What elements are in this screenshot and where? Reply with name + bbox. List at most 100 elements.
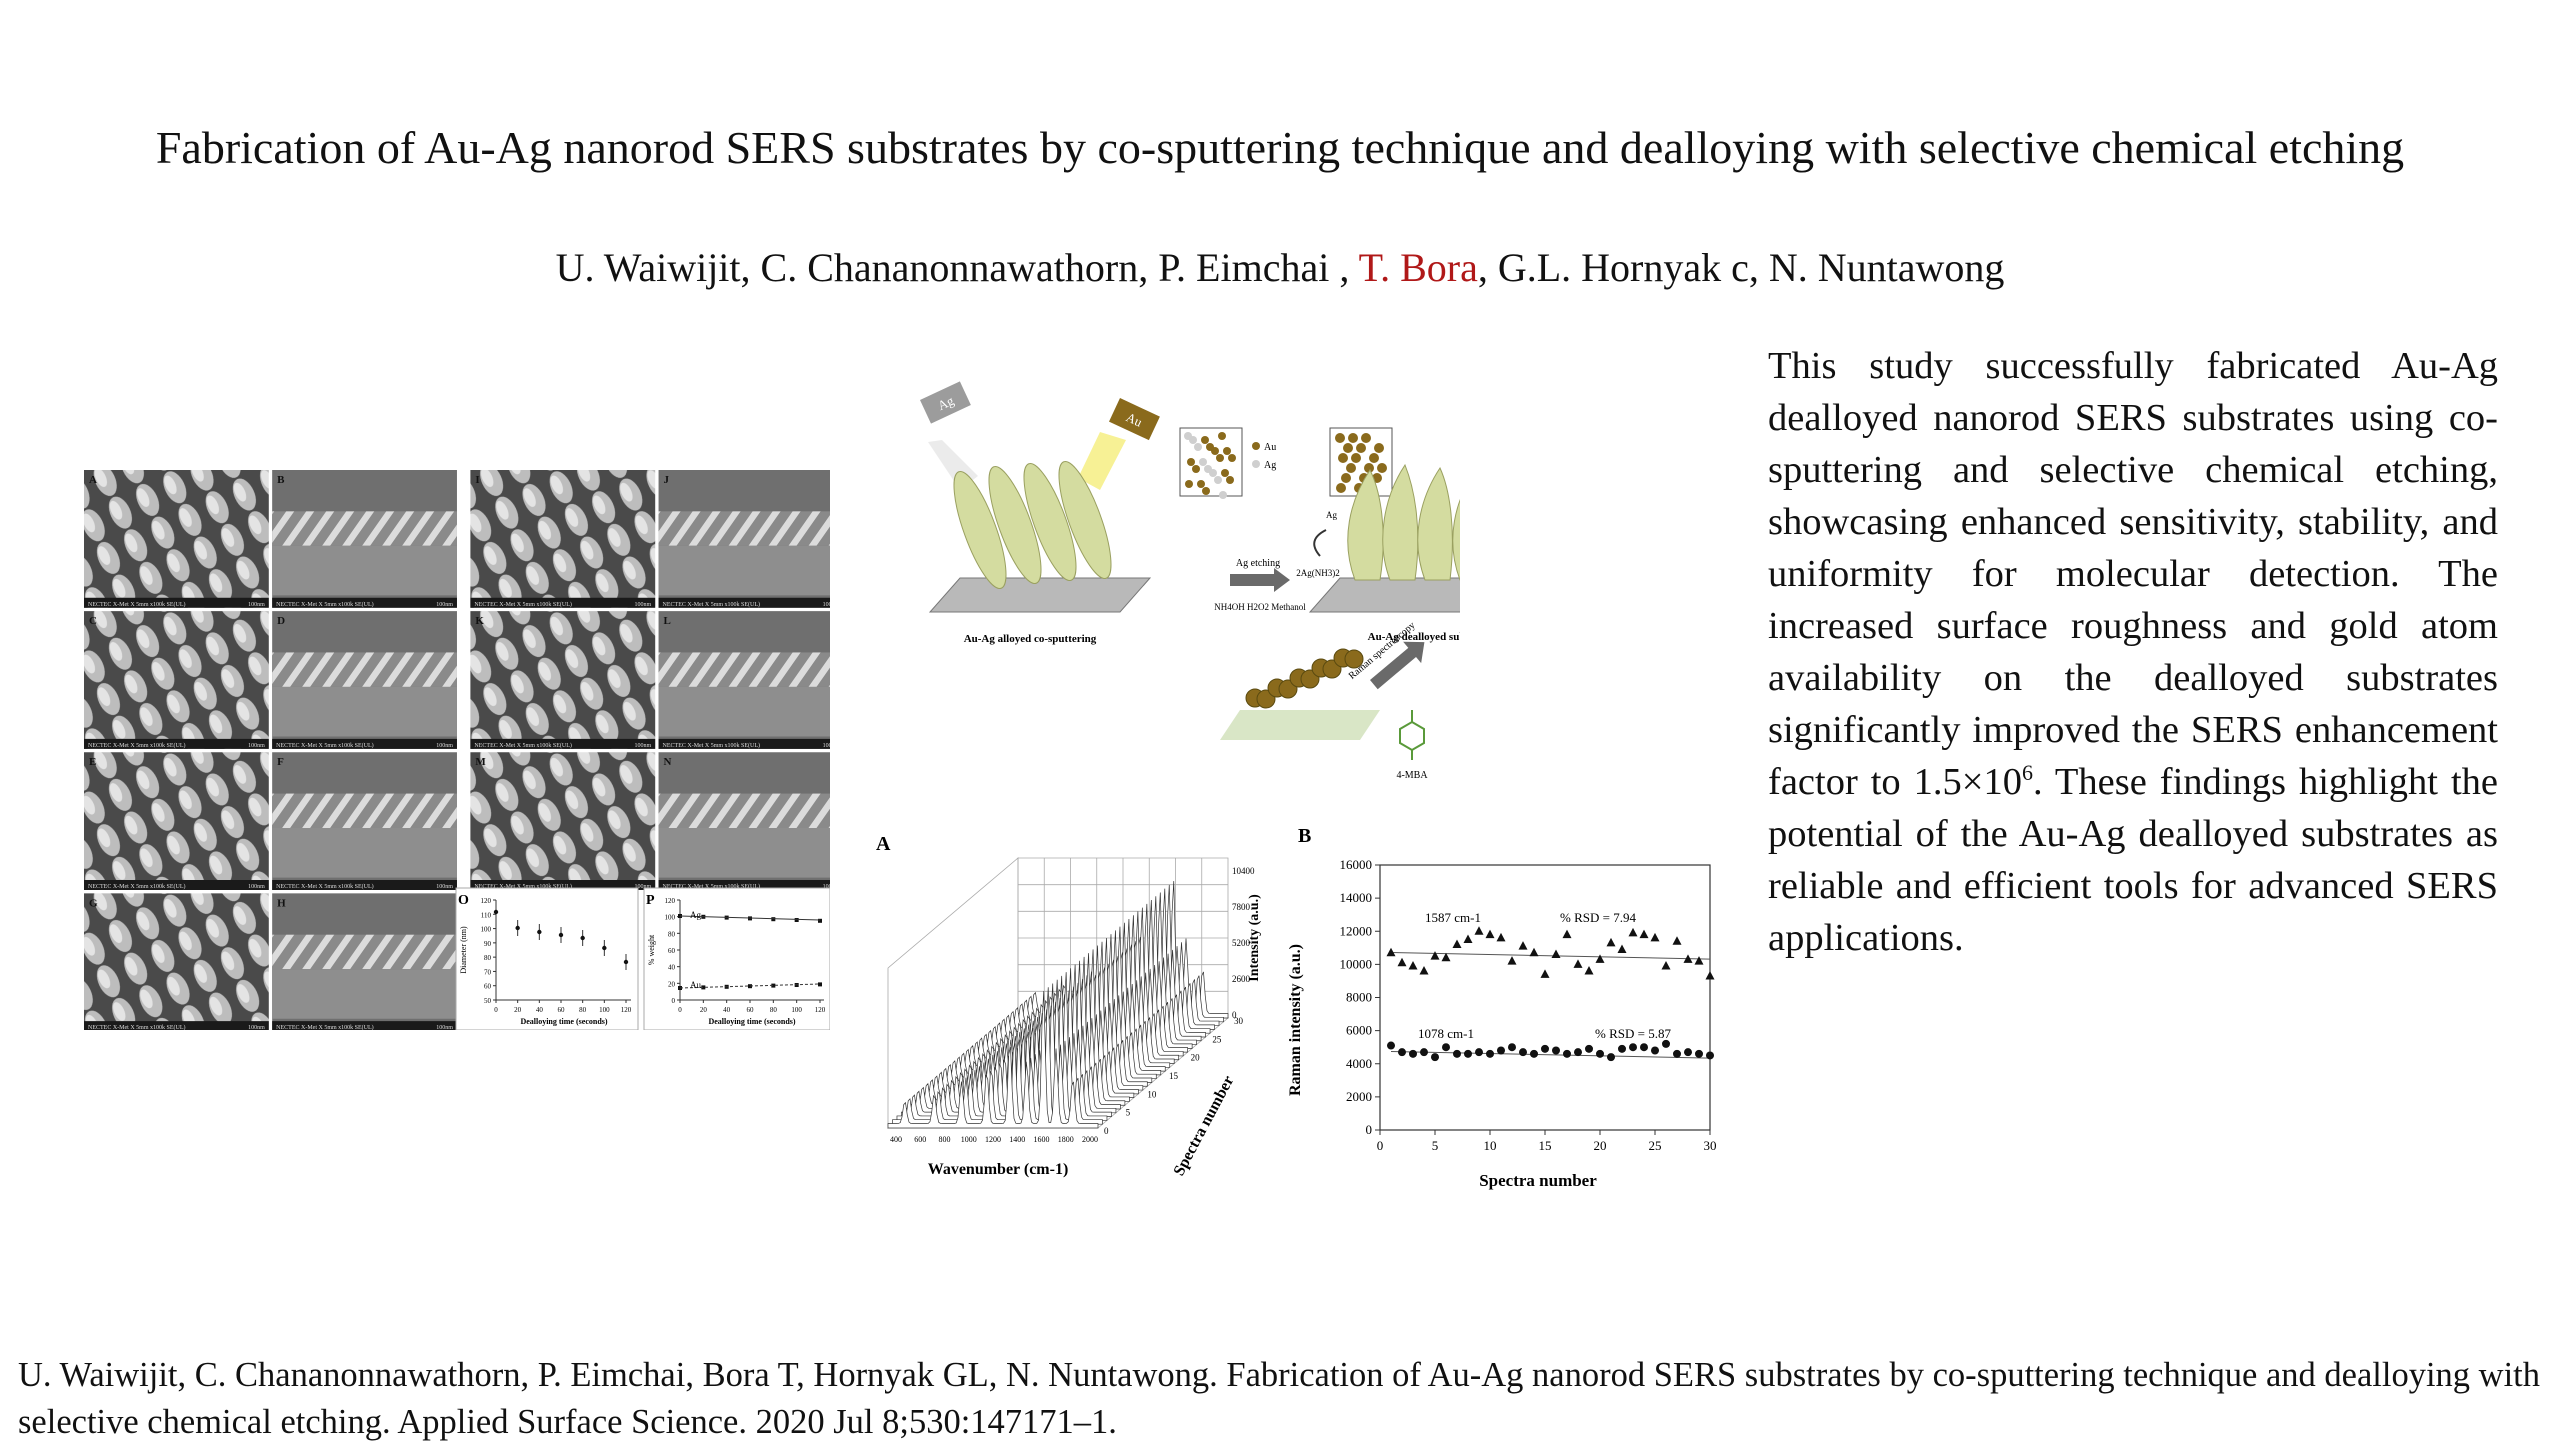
alloy-atom xyxy=(1211,447,1219,455)
sem-panel-caption: NECTEC X-Met X 5mm x100k SE(UL) xyxy=(474,883,572,890)
abstract-exponent: 6 xyxy=(2022,760,2033,786)
a-x-tick-label: 1800 xyxy=(1058,1135,1074,1144)
authors-after: , G.L. Hornyak c, N. Nuntawong xyxy=(1477,245,2005,290)
y-tick-label: 90 xyxy=(484,940,492,948)
p-ag-point xyxy=(771,917,776,922)
y-tick-label: 120 xyxy=(481,897,492,905)
a-x-tick-label: 1000 xyxy=(961,1135,977,1144)
y-tick-label: 80 xyxy=(668,930,676,938)
b-x-tick-label: 30 xyxy=(1704,1138,1717,1153)
a-z-tick-label: 0 xyxy=(1104,1126,1109,1136)
x-tick-label: 60 xyxy=(747,1006,755,1014)
etch-reagents: NH4OH H2O2 Methanol xyxy=(1214,602,1306,612)
alloy-atom xyxy=(1226,476,1234,484)
b-x-tick-label: 10 xyxy=(1484,1138,1497,1153)
a-y-tick-label: 0 xyxy=(1232,1010,1237,1020)
dealloyed-atom xyxy=(1364,463,1374,473)
b-y-tick-label: 12000 xyxy=(1340,923,1373,938)
b-circle-point xyxy=(1684,1048,1692,1057)
b-mean-line xyxy=(1390,951,1711,960)
alloy-atom xyxy=(1223,447,1231,455)
a-y-tick-label: 7800 xyxy=(1232,902,1251,912)
raman-arrow-icon xyxy=(1370,641,1425,690)
chart-a-xlabel: Wavenumber (cm-1) xyxy=(928,1161,1069,1178)
sem-panel-label: F xyxy=(277,756,284,768)
b-circle-point xyxy=(1695,1049,1703,1058)
b-y-tick-label: 2000 xyxy=(1346,1089,1372,1104)
sem-figure: NECTEC X-Met X 5mm x100k SE(UL) 100nm A NEC… xyxy=(84,470,830,1030)
o-point xyxy=(580,935,585,941)
etch-arrow-icon xyxy=(1230,568,1290,592)
b-triangle-point xyxy=(1474,926,1484,935)
b-circle-point xyxy=(1420,1048,1428,1057)
annotation-1587: 1587 cm-1 xyxy=(1425,910,1481,925)
b-circle-point xyxy=(1464,1049,1472,1058)
b-x-tick-label: 25 xyxy=(1649,1138,1662,1153)
sem-scale-label: 100nm xyxy=(248,743,265,749)
b-y-tick-label: 10000 xyxy=(1340,956,1373,971)
chart-b-label: B xyxy=(1298,825,1311,847)
dealloyed-atom xyxy=(1348,433,1358,443)
sem-panel-caption: NECTEC X-Met X 5mm x100k SE(UL) xyxy=(276,601,374,608)
x-tick-label: 20 xyxy=(514,1006,522,1014)
b-triangle-point xyxy=(1661,961,1671,970)
y-tick-label: 50 xyxy=(484,997,492,1005)
annotation-rsd-1587: % RSD = 7.94 xyxy=(1560,910,1636,925)
x-tick-label: 60 xyxy=(558,1006,566,1014)
dealloyed-atom xyxy=(1338,453,1348,463)
sem-panel-n: NECTEC X-Met X 5mm x100k SE(UL)100nmN xyxy=(658,752,830,890)
dealloyed-atom xyxy=(1356,443,1366,453)
sem-panel-label: J xyxy=(664,474,670,486)
y-tick-label: 70 xyxy=(484,968,492,976)
b-triangle-point xyxy=(1463,934,1473,944)
x-tick-label: 80 xyxy=(770,1006,778,1014)
sem-panel-label: A xyxy=(89,474,97,486)
b-triangle-point xyxy=(1386,947,1396,957)
b-circle-point xyxy=(1640,1043,1648,1052)
b-triangle-point xyxy=(1694,956,1704,965)
alloy-atom xyxy=(1189,436,1197,444)
x-tick-label: 120 xyxy=(815,1006,826,1014)
b-triangle-point xyxy=(1595,954,1605,963)
chart-b-ylabel: Raman intensity (a.u.) xyxy=(1287,944,1304,1096)
dealloyed-atom xyxy=(1377,463,1387,473)
alloy-atom xyxy=(1228,454,1236,462)
b-triangle-point xyxy=(1485,929,1495,939)
alloy-atom xyxy=(1197,480,1205,488)
a-x-tick-label: 800 xyxy=(939,1135,951,1144)
b-triangle-point xyxy=(1562,929,1572,939)
a-x-tick-label: 400 xyxy=(890,1135,902,1144)
sem-scale-label: 100nm xyxy=(823,884,830,890)
sem-scale-label: 100nm xyxy=(823,743,830,749)
probe-atom xyxy=(1344,649,1364,669)
p-ag-line xyxy=(679,915,821,921)
b-triangle-point xyxy=(1496,932,1506,942)
b-triangle-point xyxy=(1518,941,1528,950)
sem-panel-label: B xyxy=(277,474,285,486)
sem-panel-l: NECTEC X-Met X 5mm x100k SE(UL)100nmL xyxy=(658,611,830,749)
x-tick-label: 40 xyxy=(723,1006,731,1014)
o-point xyxy=(602,945,607,951)
fabrication-schematic: Ag Au Au-Ag alloyed co-sputtering Au Ag … xyxy=(920,381,1460,781)
chart-b-xlabel: Spectra number xyxy=(1479,1171,1597,1190)
etch-label: Ag etching xyxy=(1236,558,1280,569)
dealloyed-atom xyxy=(1361,433,1371,443)
b-triangle-point xyxy=(1650,932,1660,942)
sem-panel-caption: NECTEC X-Met X 5mm x100k SE(UL) xyxy=(276,883,374,890)
b-circle-point xyxy=(1497,1046,1505,1055)
a-x-tick-label: 2000 xyxy=(1082,1135,1098,1144)
b-triangle-point xyxy=(1573,959,1583,968)
a-z-tick-label: 25 xyxy=(1212,1034,1222,1044)
sem-scale-label: 100nm xyxy=(635,884,652,890)
o-point xyxy=(515,925,520,931)
chart-p-au-label: Au xyxy=(690,980,701,990)
chart-o-label: O xyxy=(458,893,469,908)
alloy-atom xyxy=(1218,432,1226,440)
b-triangle-point xyxy=(1628,927,1638,937)
